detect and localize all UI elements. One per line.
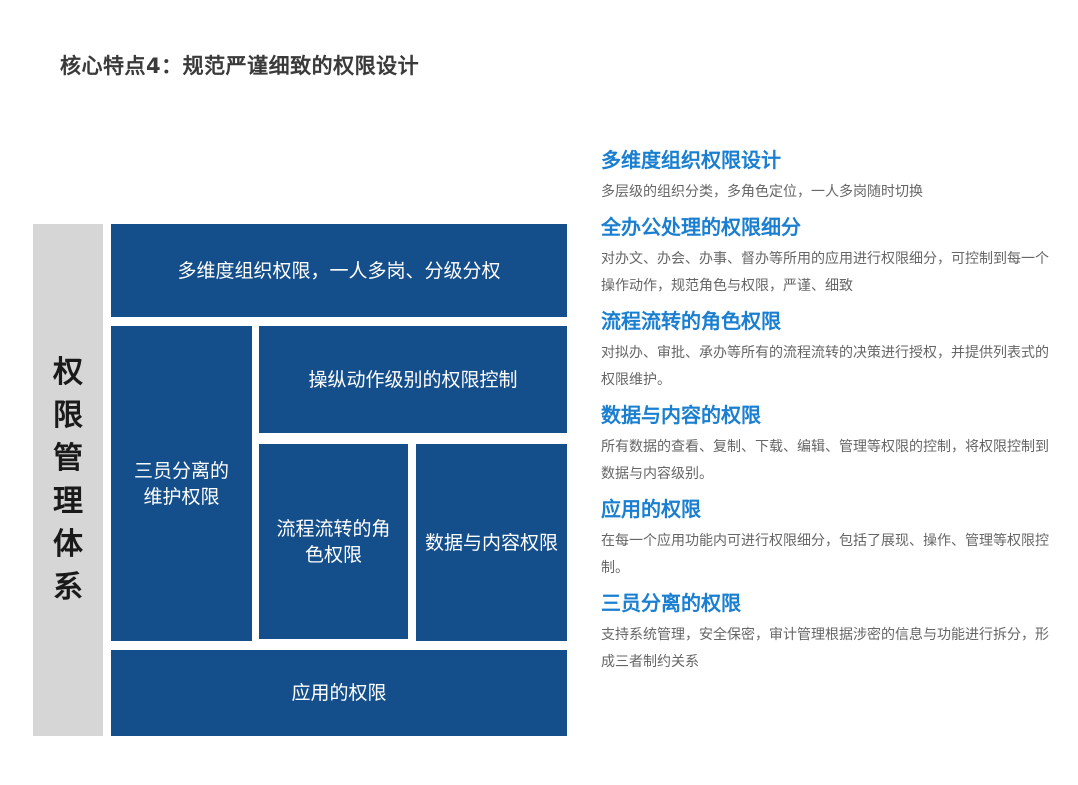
feature-item: 三员分离的权限 支持系统管理，安全保密，审计管理根据涉密的信息与功能进行拆分，形… [601, 588, 1053, 676]
block-application-label: 应用的权限 [291, 682, 387, 704]
feature-item: 应用的权限 在每一个应用功能内可进行权限细分，包括了展现、操作、管理等权限控制。 [601, 494, 1053, 582]
feature-description: 多层级的组织分类，多角色定位，一人多岗随时切换 [601, 184, 923, 200]
block-workflow-role-label: 流程流转的角色权限 [276, 517, 391, 566]
feature-item: 数据与内容的权限 所有数据的查看、复制、下载、编辑、管理等权限的控制，将权限控制… [601, 400, 1053, 488]
feature-description: 对办文、办会、办事、督办等所用的应用进行权限细分，可控制到每一个操作动作，规范角… [601, 251, 1049, 294]
block-org-permissions-label: 多维度组织权限，一人多岗、分级分权 [177, 259, 501, 282]
feature-description: 所有数据的查看、复制、下载、编辑、管理等权限的控制，将权限控制到数据与内容级别。 [601, 439, 1049, 482]
feature-item: 全办公处理的权限细分 对办文、办会、办事、督办等所用的应用进行权限细分，可控制到… [601, 212, 1053, 300]
block-three-member-maintenance: 三员分离的维护权限 [111, 326, 252, 641]
feature-heading: 应用的权限 [601, 497, 701, 521]
feature-list: 多维度组织权限设计 多层级的组织分类，多角色定位，一人多岗随时切换 全办公处理的… [601, 145, 1053, 682]
block-org-permissions: 多维度组织权限，一人多岗、分级分权 [111, 224, 567, 317]
feature-description: 支持系统管理，安全保密，审计管理根据涉密的信息与功能进行拆分，形成三者制约关系 [601, 627, 1049, 670]
block-data-content-label: 数据与内容权限 [424, 531, 558, 554]
block-application: 应用的权限 [111, 650, 567, 736]
block-action-level-control-label: 操纵动作级别的权限控制 [308, 368, 518, 391]
block-workflow-role: 流程流转的角色权限 [259, 444, 408, 639]
feature-heading: 多维度组织权限设计 [601, 148, 781, 172]
block-action-level-control: 操纵动作级别的权限控制 [259, 326, 567, 433]
feature-heading: 流程流转的角色权限 [601, 309, 781, 333]
feature-description: 在每一个应用功能内可进行权限细分，包括了展现、操作、管理等权限控制。 [601, 533, 1049, 576]
page-title: 核心特点4：规范严谨细致的权限设计 [60, 54, 420, 78]
block-three-member-maintenance-label: 三员分离的维护权限 [133, 459, 229, 508]
side-label-text: 权限管理体系 [53, 355, 83, 605]
block-data-content: 数据与内容权限 [416, 444, 567, 641]
feature-item: 多维度组织权限设计 多层级的组织分类，多角色定位，一人多岗随时切换 [601, 145, 1053, 206]
side-label-bar: 权限管理体系 [33, 224, 103, 736]
feature-heading: 数据与内容的权限 [601, 403, 761, 427]
feature-heading: 全办公处理的权限细分 [601, 215, 801, 239]
feature-item: 流程流转的角色权限 对拟办、审批、承办等所有的流程流转的决策进行授权，并提供列表… [601, 306, 1053, 394]
feature-heading: 三员分离的权限 [601, 591, 741, 615]
feature-description: 对拟办、审批、承办等所有的流程流转的决策进行授权，并提供列表式的权限维护。 [601, 345, 1049, 388]
